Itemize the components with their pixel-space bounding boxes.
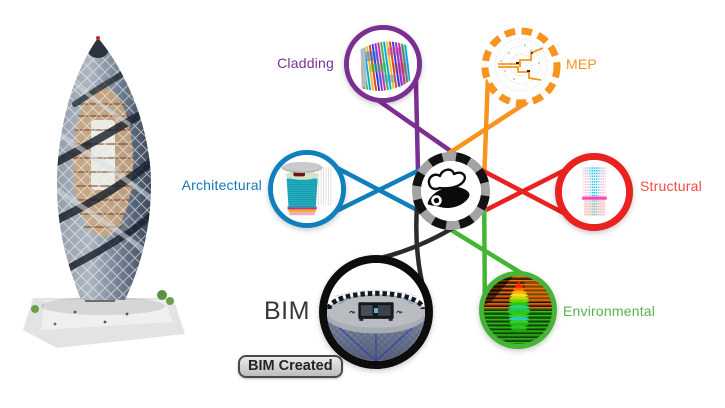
environmental-node [479, 271, 557, 349]
mep-dashed-ring [481, 27, 561, 107]
mep-node [481, 27, 561, 107]
mep-plan-thumbnail [494, 38, 548, 92]
connector-architectural-b [333, 164, 425, 216]
architectural-node [268, 150, 346, 228]
connector-structural-b [477, 166, 568, 217]
gherkin-sketch-logo-icon [427, 168, 470, 208]
structural-label: Structural [640, 178, 702, 194]
bim-label: BIM [264, 297, 310, 325]
environmental-cfd-thumbnail [484, 276, 552, 344]
mep-label: MEP [566, 56, 597, 72]
cladding-node [344, 25, 422, 103]
bim-node [319, 255, 433, 369]
hub-ring-gray [412, 152, 490, 230]
bim-created-badge: BIM Created [238, 355, 343, 378]
hub-node [412, 152, 490, 230]
structural-model-thumbnail [562, 160, 626, 224]
cladding-model-thumbnail [349, 30, 417, 98]
gherkin-tower-illustration [23, 36, 185, 348]
cladding-label: Cladding [277, 55, 334, 71]
structural-node [555, 153, 633, 231]
architectural-model-thumbnail [273, 155, 341, 223]
connector-mep-b [443, 100, 529, 158]
architectural-label: Architectural [181, 177, 262, 193]
environmental-label: Environmental [563, 303, 656, 319]
bim-model-thumbnail [327, 263, 425, 361]
